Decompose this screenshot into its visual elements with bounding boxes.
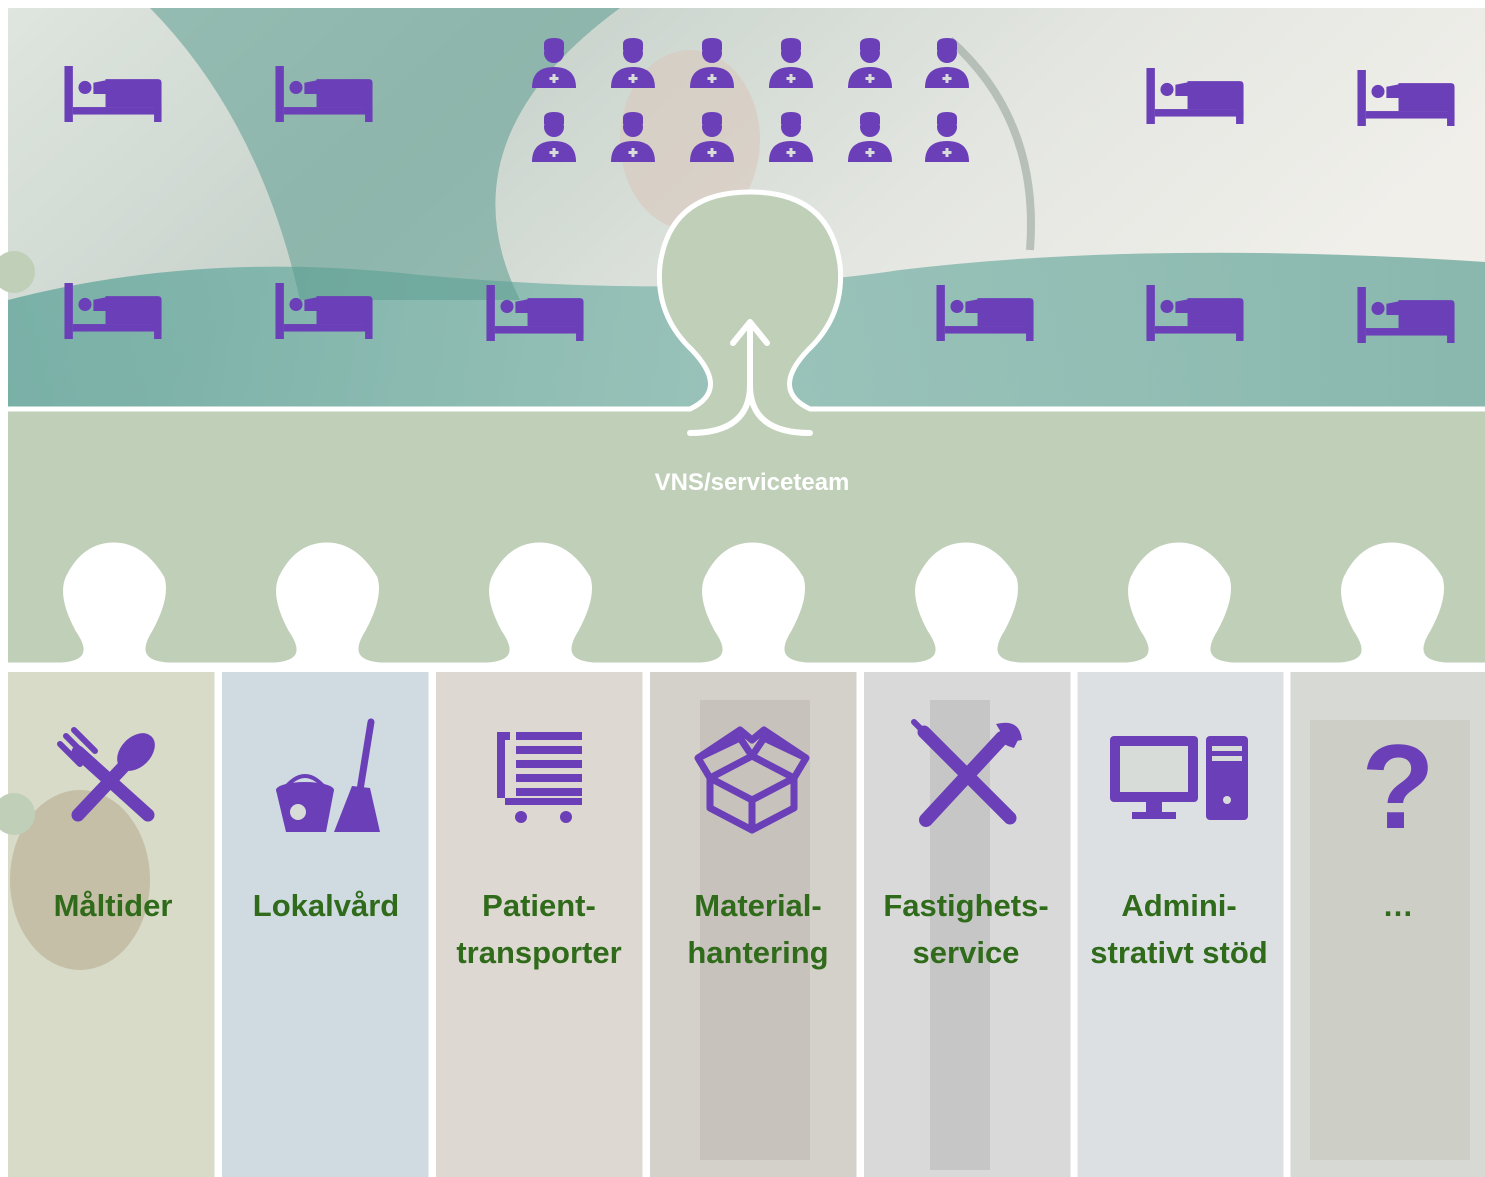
fork-spoon-icon [57,727,155,822]
service-label-administrativt-stod: Admini-strativt stöd [1090,888,1267,970]
service-label-line: service [913,935,1020,970]
service-label-lokalvard: Lokalvård [253,888,399,923]
side-tab-dot [0,251,35,293]
service-label-line: Fastighets- [883,888,1048,923]
service-labels: Måltider Lokalvård Patient-transporter Mate… [54,888,1414,970]
service-label-line: strativt stöd [1090,935,1267,970]
side-tab-dot [0,793,35,835]
service-hub-connector [0,189,1485,668]
service-label-fastighetsservice: Fastighets-service [883,888,1048,970]
service-label-line: Material- [694,888,821,923]
service-label-maltider: Måltider [54,888,173,923]
service-label-line: hantering [687,935,828,970]
panel-dividers [214,668,1291,1177]
bucket-broom-icon [276,718,380,832]
service-label-line: … [1383,888,1414,923]
service-label-ovrigt: … [1383,888,1414,923]
upward-flow-arrow-icon [687,319,813,436]
service-label-line: transporter [456,935,621,970]
list-cart-icon [497,732,582,823]
service-label-line: Måltider [54,888,173,923]
screwdriver-wrench-icon [911,719,1022,827]
hub-label: VNS/serviceteam [655,469,850,496]
service-label-line: Lokalvård [253,888,399,923]
question-mark-icon: ? [1361,720,1434,854]
service-label-patienttransporter: Patient-transporter [456,888,621,970]
service-label-line: Patient- [482,888,596,923]
service-label-line: Admini- [1121,888,1236,923]
open-box-icon [694,726,810,834]
service-label-materialhantering: Material-hantering [687,888,828,970]
desktop-computer-icon [1110,736,1248,820]
